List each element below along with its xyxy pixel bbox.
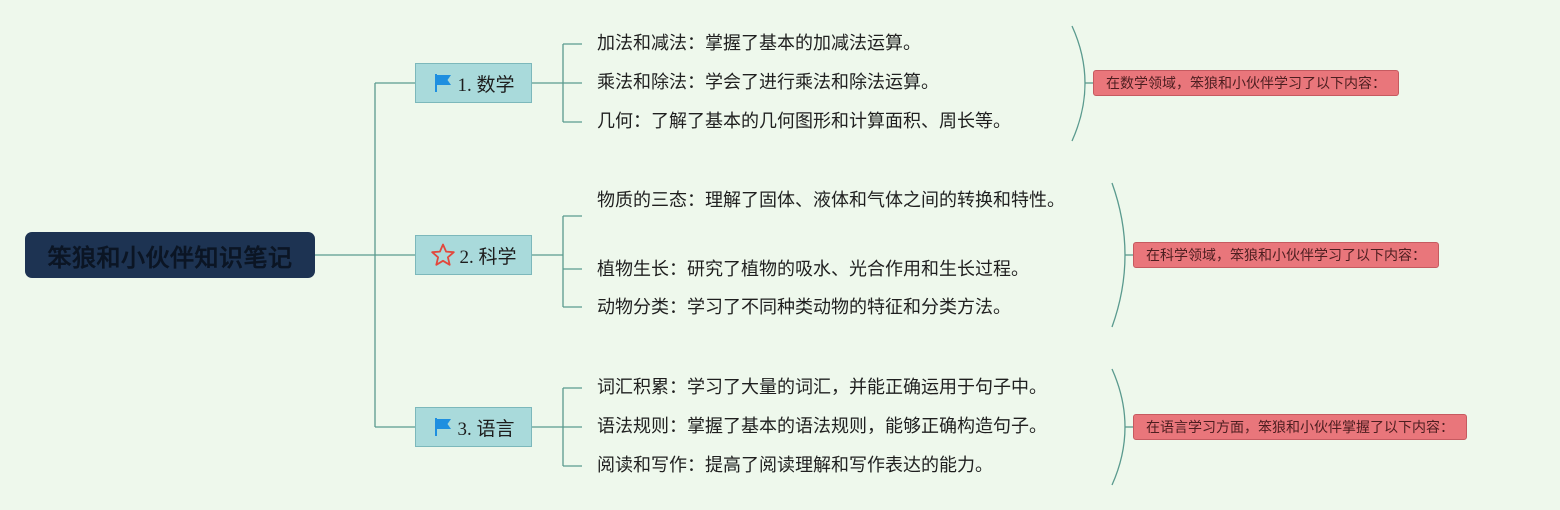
leaf-connector-language bbox=[532, 387, 582, 467]
leaf-item[interactable]: 几何：了解了基本的几何图形和计算面积、周长等。 bbox=[597, 111, 1011, 132]
leaf-connector-science bbox=[532, 215, 582, 308]
leaf-connector-math bbox=[532, 43, 582, 123]
summary-text: 在语言学习方面，笨狼和小伙伴掌握了以下内容： bbox=[1146, 420, 1454, 436]
branch-label: 3. 语言 bbox=[457, 418, 515, 440]
summary-note-math[interactable]: 在数学领域，笨狼和小伙伴学习了以下内容： bbox=[1093, 70, 1399, 96]
flag-icon bbox=[432, 72, 454, 94]
branch-math[interactable]: 1. 数学 bbox=[415, 63, 532, 103]
root-topic[interactable]: 笨狼和小伙伴知识笔记 bbox=[25, 232, 315, 278]
summary-text: 在科学领域，笨狼和小伙伴学习了以下内容： bbox=[1146, 248, 1426, 264]
flag-icon bbox=[432, 416, 454, 438]
leaf-item[interactable]: 植物生长：研究了植物的吸水、光合作用和生长过程。 bbox=[597, 259, 1029, 280]
summary-bracket-science bbox=[1111, 182, 1126, 328]
star-icon bbox=[430, 243, 456, 267]
branch-language[interactable]: 3. 语言 bbox=[415, 407, 532, 447]
branch-label: 2. 科学 bbox=[459, 246, 517, 268]
leaf-item[interactable]: 动物分类：学习了不同种类动物的特征和分类方法。 bbox=[597, 297, 1011, 318]
root-title: 笨狼和小伙伴知识笔记 bbox=[47, 243, 293, 272]
leaf-item[interactable]: 加法和减法：掌握了基本的加减法运算。 bbox=[597, 33, 921, 54]
leaf-item[interactable]: 语法规则：掌握了基本的语法规则，能够正确构造句子。 bbox=[597, 416, 1047, 437]
summary-bracket-language bbox=[1111, 368, 1126, 486]
branch-science[interactable]: 2. 科学 bbox=[415, 235, 532, 275]
branch-label: 1. 数学 bbox=[457, 74, 515, 96]
leaf-item[interactable]: 物质的三态：理解了固体、液体和气体之间的转换和特性。 bbox=[597, 190, 1065, 211]
summary-note-language[interactable]: 在语言学习方面，笨狼和小伙伴掌握了以下内容： bbox=[1133, 414, 1467, 440]
leaf-item[interactable]: 乘法和除法：学会了进行乘法和除法运算。 bbox=[597, 72, 939, 93]
leaf-item[interactable]: 阅读和写作：提高了阅读理解和写作表达的能力。 bbox=[597, 455, 993, 476]
summary-text: 在数学领域，笨狼和小伙伴学习了以下内容： bbox=[1106, 76, 1386, 92]
leaf-item[interactable]: 词汇积累：学习了大量的词汇，并能正确运用于句子中。 bbox=[597, 377, 1047, 398]
summary-note-science[interactable]: 在科学领域，笨狼和小伙伴学习了以下内容： bbox=[1133, 242, 1439, 268]
